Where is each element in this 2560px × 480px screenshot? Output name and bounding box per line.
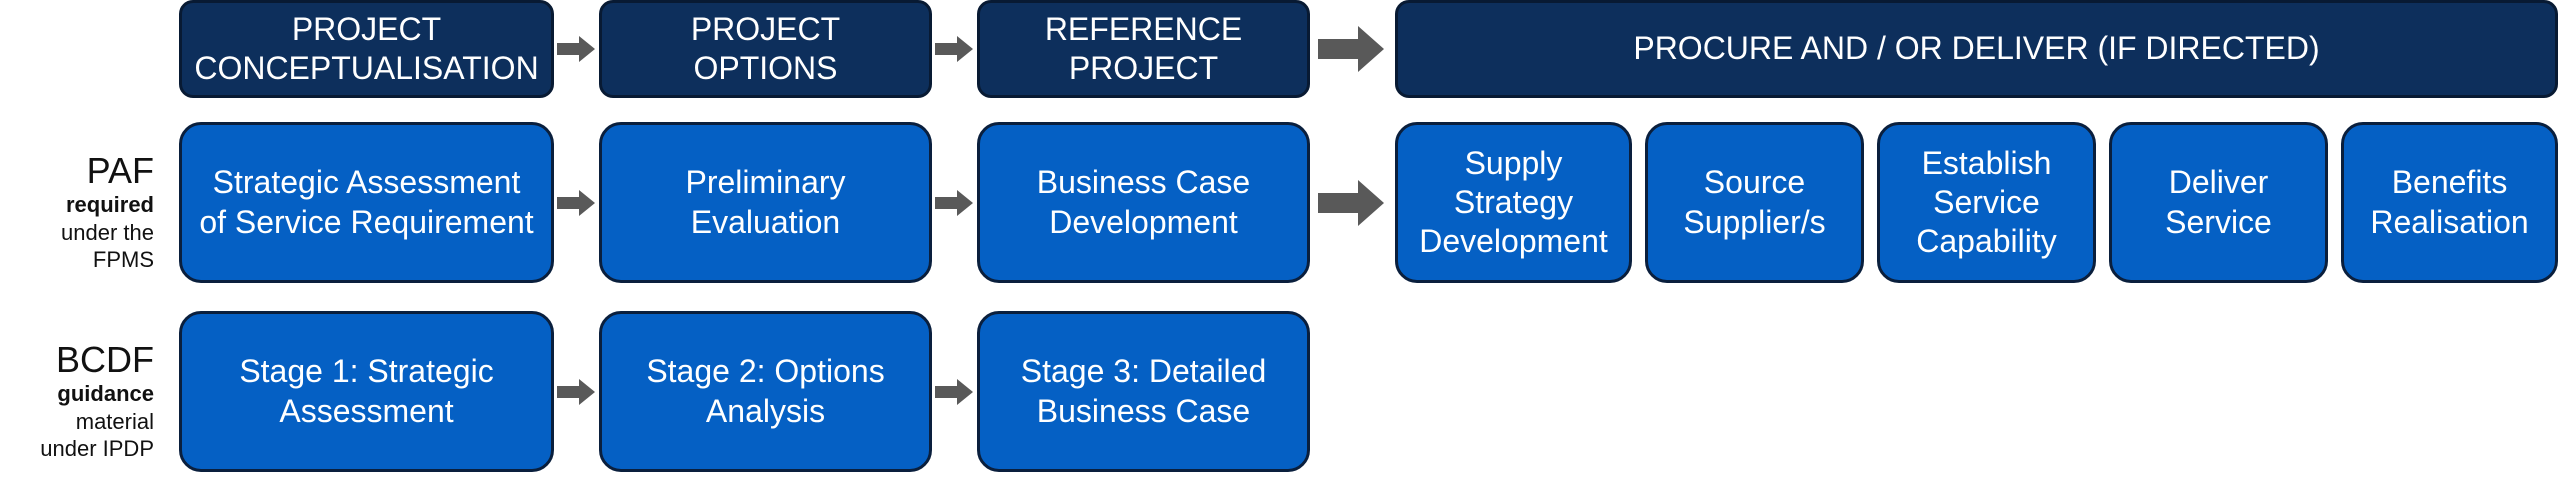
stage-label: Stage 1: Strategic Assessment	[239, 353, 494, 429]
stage-label: Supply Strategy Development	[1419, 144, 1608, 260]
phase-header-procure-deliver: PROCURE AND / OR DELIVER (IF DIRECTED)	[1395, 0, 2558, 98]
stage-label: Deliver Service	[2165, 164, 2272, 240]
stage-label: Establish Service Capability	[1916, 144, 2057, 260]
stage-label: Stage 3: Detailed Business Case	[1020, 353, 1267, 429]
arrow-right-icon	[935, 36, 973, 62]
row-label-bcdf: BCDF guidance material under IPDP	[40, 339, 154, 463]
phase-header-label: PROCURE AND / OR DELIVER (IF DIRECTED)	[1633, 30, 2320, 67]
arrow-right-icon	[557, 36, 595, 62]
stage-label: Business Case Development	[1036, 164, 1251, 240]
bcdf-stage-3: Stage 3: Detailed Business Case	[977, 311, 1310, 472]
arrow-right-icon	[557, 190, 595, 216]
phase-header-label: PROJECT CONCEPTUALISATION	[194, 10, 539, 86]
stage-label: Stage 2: Options Analysis	[646, 353, 885, 429]
phase-header-conceptualisation: PROJECT CONCEPTUALISATION	[179, 0, 554, 98]
row-label-main: PAF	[86, 150, 154, 191]
bcdf-stage-2: Stage 2: Options Analysis	[599, 311, 932, 472]
stage-label: Source Supplier/s	[1683, 164, 1826, 240]
phase-header-label: REFERENCE PROJECT	[1044, 10, 1243, 86]
row-label-paf: PAF required under the FPMS	[61, 150, 154, 274]
row-label-main: BCDF	[56, 339, 154, 380]
arrow-right-icon	[935, 190, 973, 216]
stage-label: Preliminary Evaluation	[685, 164, 846, 240]
paf-stage-benefits-realisation: Benefits Realisation	[2341, 122, 2558, 283]
paf-stage-supply-strategy: Supply Strategy Development	[1395, 122, 1632, 283]
paf-stage-source-suppliers: Source Supplier/s	[1645, 122, 1864, 283]
paf-stage-business-case-development: Business Case Development	[977, 122, 1310, 283]
paf-stage-strategic-assessment: Strategic Assessment of Service Requirem…	[179, 122, 554, 283]
arrow-right-icon	[935, 379, 973, 405]
phase-header-reference: REFERENCE PROJECT	[977, 0, 1310, 98]
stage-label: Strategic Assessment of Service Requirem…	[199, 164, 534, 240]
row-label-rest: under the FPMS	[61, 219, 154, 273]
phase-header-label: PROJECT OPTIONS	[690, 10, 841, 86]
stage-label: Benefits Realisation	[2370, 164, 2529, 240]
arrow-right-icon	[557, 379, 595, 405]
row-label-rest: material under IPDP	[40, 408, 154, 462]
paf-stage-establish-capability: Establish Service Capability	[1877, 122, 2096, 283]
large-arrow-right-icon	[1318, 26, 1384, 72]
bcdf-stage-1: Stage 1: Strategic Assessment	[179, 311, 554, 472]
paf-stage-preliminary-evaluation: Preliminary Evaluation	[599, 122, 932, 283]
row-label-bold: required	[65, 192, 154, 218]
paf-stage-deliver-service: Deliver Service	[2109, 122, 2328, 283]
row-label-bold: guidance	[57, 381, 154, 407]
large-arrow-right-icon	[1318, 180, 1384, 226]
phase-header-options: PROJECT OPTIONS	[599, 0, 932, 98]
